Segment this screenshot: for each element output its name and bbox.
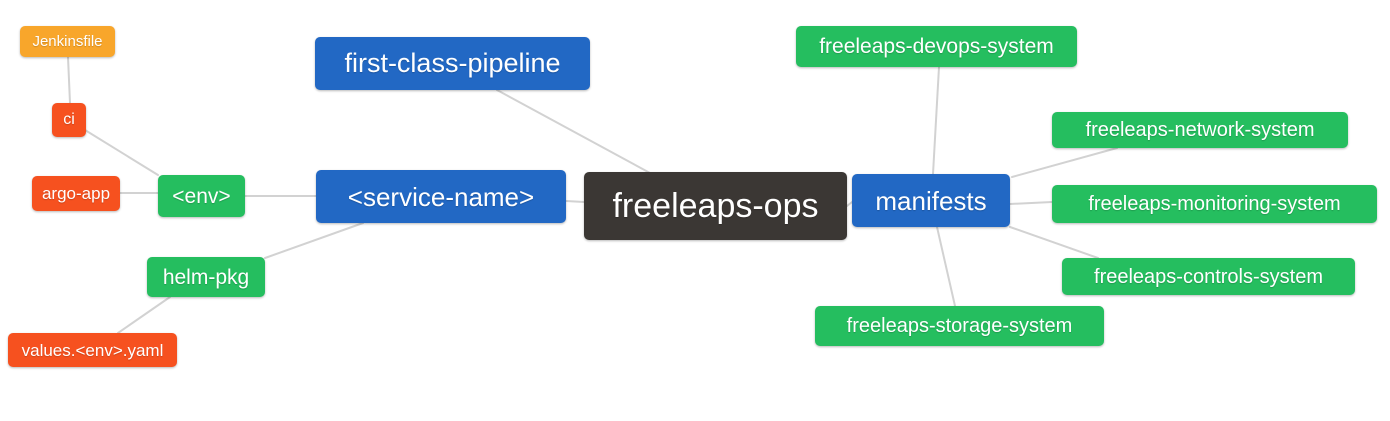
node-first-class-pipeline[interactable]: first-class-pipeline bbox=[315, 37, 590, 90]
node-service-name-label: <service-name> bbox=[347, 181, 535, 212]
node-jenkinsfile-label: Jenkinsfile bbox=[32, 33, 103, 50]
node-freeleaps-network-system[interactable]: freeleaps-network-system bbox=[1052, 112, 1348, 148]
node-ci[interactable]: ci bbox=[52, 103, 86, 137]
node-helm-pkg-label: helm-pkg bbox=[162, 265, 250, 289]
node-manifests[interactable]: manifests bbox=[852, 174, 1010, 227]
node-freeleaps-controls-system[interactable]: freeleaps-controls-system bbox=[1062, 258, 1355, 295]
node-freeleaps-monitoring-system[interactable]: freeleaps-monitoring-system bbox=[1052, 185, 1377, 223]
edge-manifests-freeleaps-devops-system bbox=[932, 66, 940, 175]
node-argo-app[interactable]: argo-app bbox=[32, 176, 120, 211]
node-freeleaps-ops-label: freeleaps-ops bbox=[612, 187, 819, 225]
node-ci-label: ci bbox=[63, 111, 75, 128]
node-freeleaps-storage-system[interactable]: freeleaps-storage-system bbox=[815, 306, 1104, 346]
node-argo-app-label: argo-app bbox=[41, 184, 111, 203]
edge-first-class-pipeline-freeleaps-ops bbox=[496, 89, 651, 174]
edge-jenkinsfile-ci bbox=[67, 56, 71, 104]
edge-service-name-helm-pkg bbox=[264, 222, 364, 259]
node-freeleaps-controls-system-label: freeleaps-controls-system bbox=[1094, 265, 1323, 288]
node-env[interactable]: <env> bbox=[158, 175, 245, 217]
edge-manifests-freeleaps-monitoring-system bbox=[1009, 201, 1053, 205]
node-manifests-label: manifests bbox=[875, 185, 987, 216]
node-first-class-pipeline-label: first-class-pipeline bbox=[344, 48, 561, 78]
node-service-name[interactable]: <service-name> bbox=[316, 170, 566, 223]
node-freeleaps-ops[interactable]: freeleaps-ops bbox=[584, 172, 847, 240]
node-helm-pkg[interactable]: helm-pkg bbox=[147, 257, 265, 297]
edge-helm-pkg-values-env-yaml bbox=[117, 296, 171, 334]
edge-manifests-freeleaps-network-system bbox=[1011, 147, 1118, 178]
edge-service-name-freeleaps-ops bbox=[565, 200, 585, 203]
node-values-env-yaml[interactable]: values.<env>.yaml bbox=[8, 333, 177, 367]
node-values-env-yaml-label: values.<env>.yaml bbox=[21, 340, 164, 360]
edge-manifests-freeleaps-controls-system bbox=[1009, 226, 1099, 259]
node-freeleaps-devops-system-label: freeleaps-devops-system bbox=[819, 35, 1054, 58]
edge-manifests-freeleaps-storage-system bbox=[936, 226, 956, 307]
node-freeleaps-monitoring-system-label: freeleaps-monitoring-system bbox=[1088, 193, 1341, 215]
node-freeleaps-network-system-label: freeleaps-network-system bbox=[1085, 119, 1315, 141]
node-env-label: <env> bbox=[172, 184, 231, 208]
node-jenkinsfile[interactable]: Jenkinsfile bbox=[20, 26, 115, 57]
edge-ci-env bbox=[84, 129, 159, 176]
node-freeleaps-devops-system[interactable]: freeleaps-devops-system bbox=[796, 26, 1077, 67]
edge-freeleaps-ops-manifests bbox=[846, 201, 853, 207]
node-freeleaps-storage-system-label: freeleaps-storage-system bbox=[846, 315, 1073, 337]
